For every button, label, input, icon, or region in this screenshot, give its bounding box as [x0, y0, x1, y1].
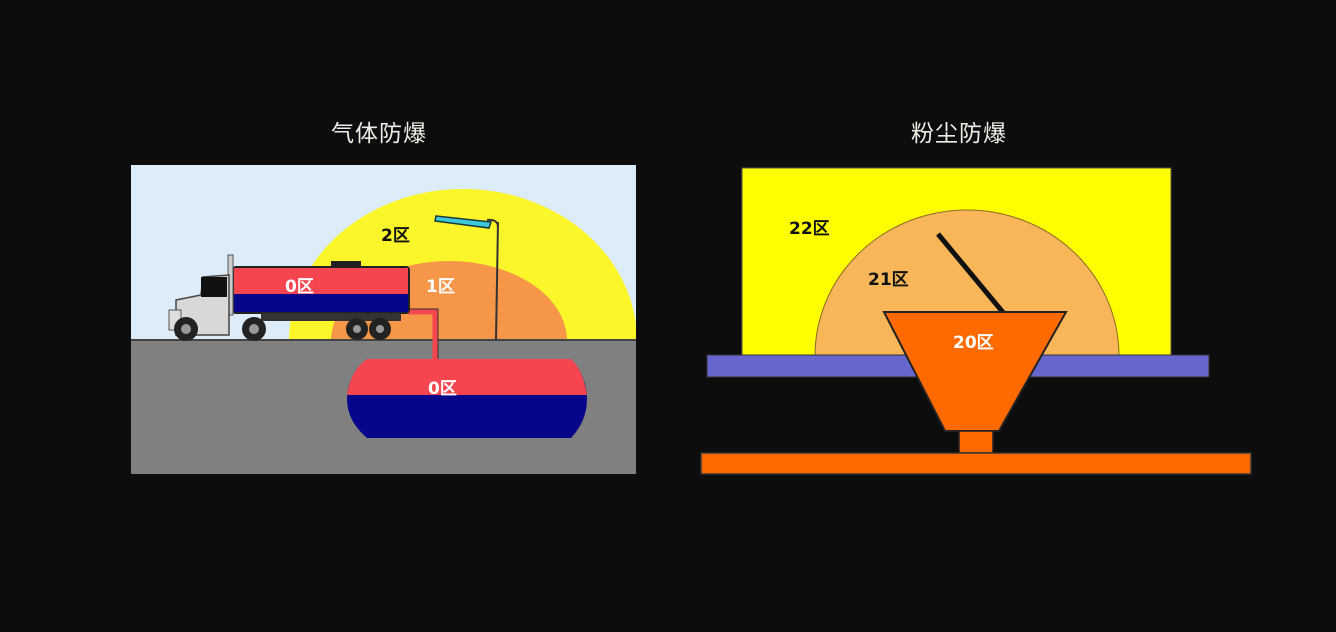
zone20-hopper: [882, 311, 1068, 432]
gas-explosion-title: 气体防爆: [331, 121, 427, 147]
street-lamp-icon: [434, 215, 499, 341]
zone1-label: 1区: [426, 277, 455, 297]
zone22-label: 22区: [789, 219, 830, 239]
dust-explosion-diagram: 22区 21区 20区: [698, 166, 1254, 476]
gas-explosion-diagram: 2区 1区 0区 0区: [131, 165, 636, 474]
zone20-label: 20区: [953, 333, 994, 353]
underground-tank: [347, 359, 587, 438]
zone0-tank-label: 0区: [428, 379, 457, 399]
dust-explosion-title: 粉尘防爆: [911, 121, 1007, 147]
zone2-label: 2区: [381, 226, 410, 246]
tanker-truck-icon: [168, 254, 410, 341]
zone21-label: 21区: [868, 270, 909, 290]
base-conveyor: [700, 452, 1252, 475]
zone0-truck-label: 0区: [285, 277, 314, 297]
